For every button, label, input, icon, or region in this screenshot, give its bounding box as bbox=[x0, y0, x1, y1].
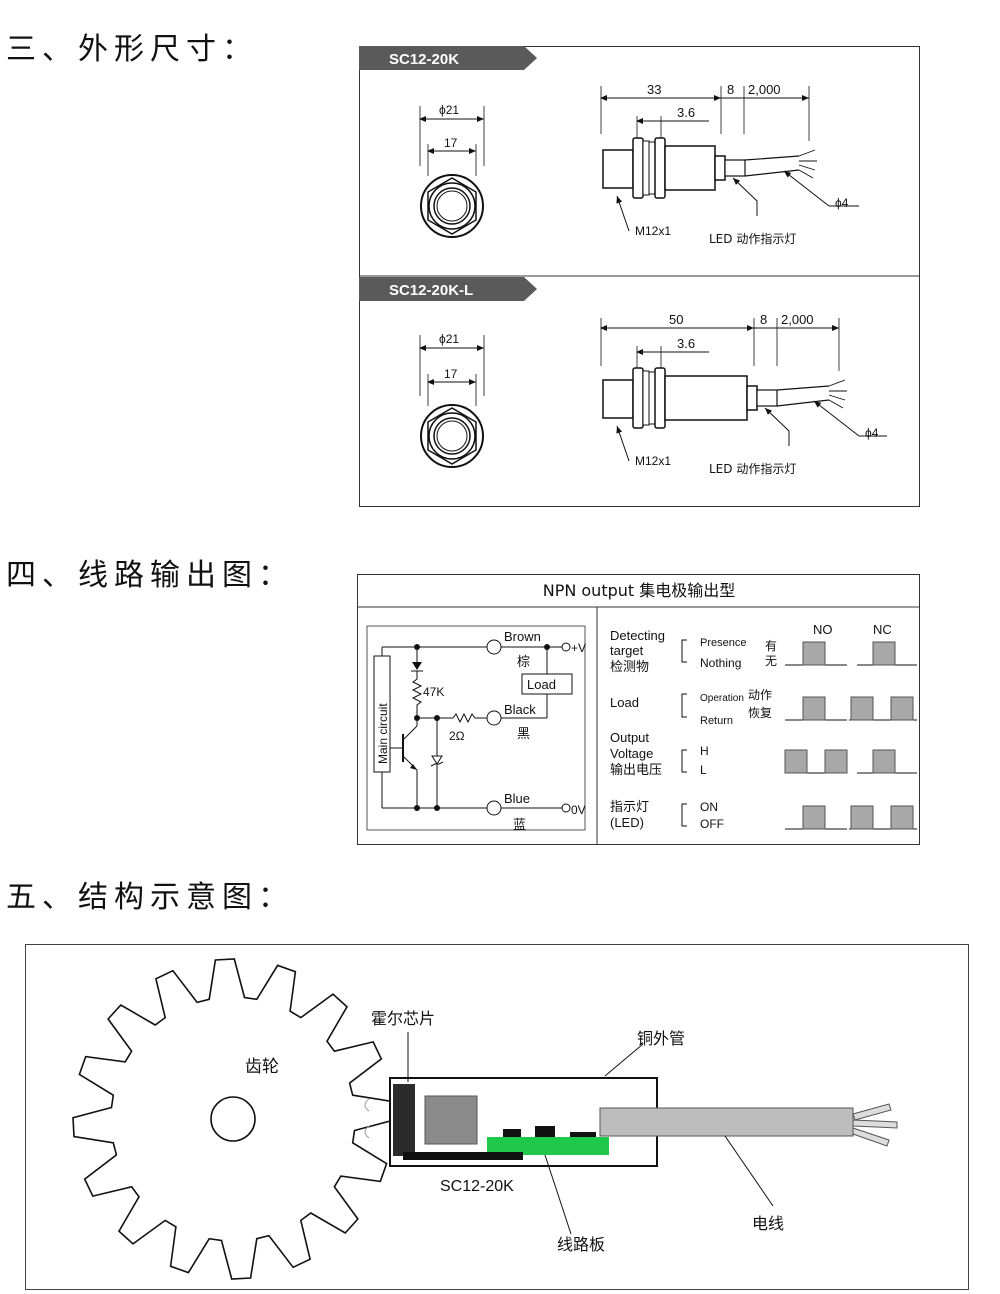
label-cable-diameter: ϕ4 bbox=[835, 196, 849, 210]
dim-length-cable: 2,000 bbox=[781, 312, 814, 327]
timing-chart: NO NC Detecting target 检测物 Presence Noth… bbox=[610, 622, 917, 831]
resistor-47k-label: 47K bbox=[423, 685, 444, 699]
front-view: ϕ21 17 bbox=[419, 103, 485, 238]
col-nc: NC bbox=[873, 622, 892, 637]
state-off: OFF bbox=[700, 817, 724, 831]
wire-blue-label: Blue bbox=[504, 791, 530, 806]
heading-dimensions: 三、外形尺寸： bbox=[6, 32, 258, 67]
row-load: Load bbox=[610, 695, 639, 710]
row-detect-en1: Detecting bbox=[610, 628, 665, 643]
state-return: Return bbox=[700, 715, 733, 727]
wire-black-cn: 黑 bbox=[517, 727, 530, 742]
dim-length-body: 33 bbox=[647, 82, 661, 97]
model-sc12-20k-l: SC12-20K-L ϕ21 17 50 8 2,00 bbox=[359, 277, 887, 476]
row-detect-cn: 检测物 bbox=[610, 660, 649, 675]
dim-length-body: 50 bbox=[669, 312, 683, 327]
cable bbox=[599, 1107, 854, 1137]
model-tab-label: SC12-20K-L bbox=[389, 282, 473, 299]
state-on: ON bbox=[700, 800, 718, 814]
state-l: L bbox=[700, 763, 707, 777]
row-led-cn: 指示灯 bbox=[610, 800, 649, 815]
npn-circuit: Main circuit 47K 2Ω bbox=[366, 625, 586, 833]
dim-diameter-21: ϕ21 bbox=[439, 332, 459, 346]
wire-brown-cn: 棕 bbox=[517, 655, 530, 670]
gear-hub bbox=[210, 1096, 256, 1142]
col-no: NO bbox=[813, 622, 833, 637]
dim-length-cable: 2,000 bbox=[748, 82, 781, 97]
model-tab bbox=[359, 277, 537, 301]
side-view: 50 8 2,000 3.6 M12x1 LED 动作指示灯 bbox=[600, 312, 887, 476]
gear-label: 齿轮 bbox=[245, 1057, 279, 1077]
label-cable-diameter: ϕ4 bbox=[865, 426, 879, 440]
pcb bbox=[487, 1137, 609, 1155]
row-output-en1: Output bbox=[610, 730, 649, 745]
pcb-label: 线路板 bbox=[557, 1235, 605, 1254]
state-nothing: Nothing bbox=[700, 656, 741, 670]
hall-chip-label: 霍尔芯片 bbox=[371, 1009, 435, 1028]
row-led-en: (LED) bbox=[610, 815, 644, 830]
heading-structure: 五、结构示意图： bbox=[6, 880, 294, 915]
load-box-label: Load bbox=[527, 677, 556, 692]
model-sc12-20k: SC12-20K ϕ21 17 33 8 bbox=[359, 46, 859, 246]
copper-tube-label: 铜外管 bbox=[637, 1029, 685, 1048]
dim-length-8: 8 bbox=[760, 312, 767, 327]
row-output-cn: 输出电压 bbox=[610, 762, 662, 778]
plus-v-label: +V bbox=[571, 641, 586, 655]
dim-17: 17 bbox=[444, 367, 458, 381]
main-circuit-label: Main circuit bbox=[376, 703, 390, 764]
circuit-title: NPN output 集电极输出型 bbox=[543, 581, 736, 600]
state-nothing-cn: 无 bbox=[765, 654, 777, 668]
dimension-drawings: SC12-20K ϕ21 17 33 8 bbox=[359, 46, 920, 507]
zero-v-label: 0V bbox=[571, 803, 586, 817]
structure-diagram: 齿轮 SC12-20K 霍尔芯片 铜外管 电线 线路板 bbox=[25, 944, 969, 1290]
state-operation-cn: 动作 bbox=[748, 688, 772, 702]
dim-diameter-21: ϕ21 bbox=[439, 103, 459, 117]
row-detect-en2: target bbox=[610, 643, 644, 658]
wire-blue-cn: 蓝 bbox=[513, 818, 526, 833]
state-presence-cn: 有 bbox=[765, 639, 777, 653]
model-label: SC12-20K bbox=[440, 1178, 514, 1195]
state-presence: Presence bbox=[700, 637, 746, 649]
magnet bbox=[424, 1095, 478, 1145]
label-led: LED 动作指示灯 bbox=[709, 461, 796, 476]
heading-circuit: 四、线路输出图： bbox=[6, 558, 294, 593]
side-view: 33 8 2,000 3.6 M12x1 LED 动作指示灯 bbox=[600, 82, 859, 246]
state-h: H bbox=[700, 744, 709, 758]
dim-17: 17 bbox=[444, 136, 458, 150]
circuit-diagram: NPN output 集电极输出型 Main circuit 47K 2Ω bbox=[357, 574, 920, 845]
dim-thread-length: 3.6 bbox=[677, 105, 695, 120]
label-thread: M12x1 bbox=[635, 224, 671, 238]
hall-chip bbox=[393, 1084, 415, 1156]
label-thread: M12x1 bbox=[635, 454, 671, 468]
state-operation: Operation bbox=[700, 693, 744, 704]
dim-thread-length: 3.6 bbox=[677, 336, 695, 351]
dim-length-8: 8 bbox=[727, 82, 734, 97]
resistor-2ohm-label: 2Ω bbox=[449, 729, 465, 743]
label-led: LED 动作指示灯 bbox=[709, 231, 796, 246]
wire-brown-label: Brown bbox=[504, 629, 541, 644]
model-tab bbox=[359, 46, 537, 70]
wire-black-label: Black bbox=[504, 702, 536, 717]
model-tab-label: SC12-20K bbox=[389, 51, 459, 68]
row-output-en2: Voltage bbox=[610, 746, 653, 761]
state-return-cn: 恢复 bbox=[748, 706, 772, 720]
front-view: ϕ21 17 bbox=[419, 332, 485, 468]
wire-label: 电线 bbox=[752, 1214, 784, 1233]
